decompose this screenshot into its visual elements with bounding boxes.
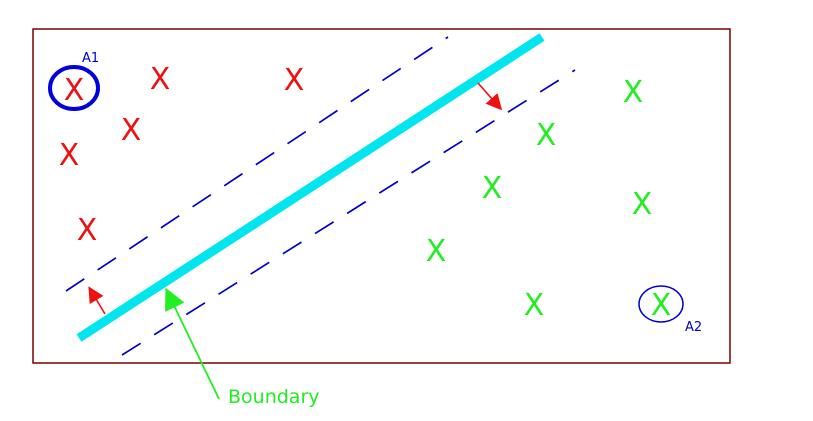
class-a-point: X (77, 213, 98, 248)
margin-lines (65, 36, 576, 356)
lower-margin-line (121, 69, 576, 356)
class-b-point: X (524, 288, 545, 323)
upper-margin-arrow (88, 286, 106, 315)
class-b-point: X (482, 171, 503, 206)
boundary-pointer-arrow (165, 287, 220, 400)
class-a-points: X X X X X X (59, 62, 305, 248)
a1-circle (48, 65, 100, 111)
class-a-point: X (150, 62, 171, 97)
a2-circle (638, 285, 684, 323)
upper-margin-line (65, 36, 449, 292)
decision-boundary (76, 33, 545, 342)
a2-label: A2 (685, 320, 702, 335)
class-b-point: X (426, 234, 447, 269)
class-b-point: X (536, 118, 557, 153)
class-a-point-a1: X (64, 73, 85, 108)
class-b-point-a2: X (651, 288, 672, 323)
class-b-point: X (623, 75, 644, 110)
class-b-point: X (632, 187, 653, 222)
class-a-point: X (121, 113, 142, 148)
margin-arrows (88, 82, 503, 315)
class-b-points: X X X X X X X (426, 75, 672, 323)
class-a-point: X (284, 63, 305, 98)
a1-label: A1 (82, 51, 99, 66)
highlight-circles (48, 65, 684, 323)
class-a-point: X (59, 138, 80, 173)
frame (32, 28, 731, 364)
lower-margin-arrow (477, 82, 503, 111)
boundary-label: Boundary (228, 386, 320, 408)
